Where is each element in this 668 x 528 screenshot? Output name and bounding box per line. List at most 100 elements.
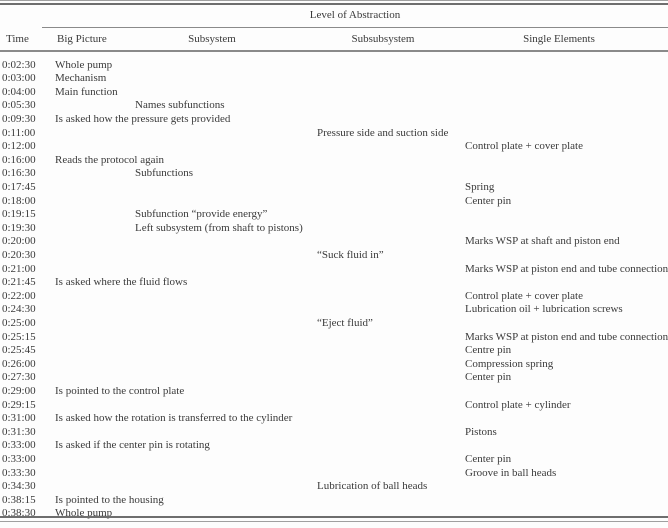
entry-cell-single-elements: Control plate + cover plate: [465, 289, 583, 302]
column-header-single-elements: Single Elements: [523, 33, 595, 45]
table-top-rule-thick: [0, 3, 668, 5]
entry-cell-big-picture: Whole pump: [55, 58, 113, 71]
time-cell: 0:27:30: [2, 371, 36, 384]
entry-cell-big-picture: Is asked how the rotation is transferred…: [55, 412, 293, 425]
entry-cell-subsubsystem: “Eject fluid”: [317, 316, 373, 329]
time-cell: 0:21:45: [2, 276, 36, 289]
header-bottom-rule: [0, 50, 668, 52]
time-cell: 0:11:00: [2, 126, 36, 139]
time-cell: 0:25:45: [2, 344, 36, 357]
time-cell: 0:16:00: [2, 153, 36, 166]
table-bottom-rule-thin: [0, 521, 668, 522]
entry-cell-big-picture: Main function: [55, 85, 118, 98]
table-top-rule-thin: [0, 0, 668, 1]
time-cell: 0:21:00: [2, 262, 36, 275]
table-row: 0:16:30 Subfunctions: [0, 167, 668, 180]
entry-cell-single-elements: Pistons: [465, 425, 497, 438]
entry-cell-big-picture: Is asked if the center pin is rotating: [55, 439, 210, 452]
entry-cell-single-elements: Marks WSP at piston end and tube connect…: [465, 262, 668, 275]
table-row: 0:11:00 Pressure side and suction side: [0, 127, 668, 140]
time-cell: 0:20:00: [2, 235, 36, 248]
table-row: 0:22:00 Control plate + cover plate: [0, 290, 668, 303]
column-header-time: Time: [6, 33, 29, 45]
entry-cell-big-picture: Is asked how the pressure gets provided: [55, 112, 231, 125]
entry-cell-big-picture: Is pointed to the housing: [55, 493, 164, 506]
time-cell: 0:19:30: [2, 221, 36, 234]
table-row: 0:29:15 Control plate + cylinder: [0, 399, 668, 412]
table-row: 0:20:00 Marks WSP at shaft and piston end: [0, 235, 668, 248]
entry-cell-big-picture: Mechanism: [55, 72, 107, 85]
time-cell: 0:17:45: [2, 180, 36, 193]
entry-cell-single-elements: Spring: [465, 180, 495, 193]
time-cell: 0:34:30: [2, 480, 36, 493]
table-row: 0:18:00 Center pin: [0, 195, 668, 208]
time-cell: 0:03:00: [2, 72, 36, 85]
time-cell: 0:02:30: [2, 58, 36, 71]
entry-cell-big-picture: Whole pump: [55, 507, 113, 520]
time-cell: 0:18:00: [2, 194, 36, 207]
time-cell: 0:22:00: [2, 289, 36, 302]
table-row: 0:38:30 Whole pump: [0, 507, 668, 520]
time-cell: 0:38:30: [2, 507, 36, 520]
time-cell: 0:29:15: [2, 398, 36, 411]
time-cell: 0:04:00: [2, 85, 36, 98]
entry-cell-subsystem: Names subfunctions: [135, 99, 225, 112]
table-bottom-rule-thick: [0, 516, 668, 518]
table-row: 0:25:00 “Eject fluid”: [0, 317, 668, 330]
time-cell: 0:33:00: [2, 439, 36, 452]
entry-cell-subsystem: Subfunctions: [135, 167, 194, 180]
time-cell: 0:12:00: [2, 140, 36, 153]
table-row: 0:17:45 Spring: [0, 181, 668, 194]
table-row: 0:03:00 Mechanism: [0, 72, 668, 85]
time-cell: 0:09:30: [2, 112, 36, 125]
entry-cell-single-elements: Compression spring: [465, 357, 554, 370]
entry-cell-single-elements: Center pin: [465, 452, 512, 465]
table-row: 0:38:15 Is pointed to the housing: [0, 494, 668, 507]
column-header-subsystem: Subsystem: [188, 33, 236, 45]
table-row: 0:33:00 Center pin: [0, 453, 668, 466]
table-row: 0:33:00 Is asked if the center pin is rot…: [0, 439, 668, 452]
time-cell: 0:05:30: [2, 99, 36, 112]
time-cell: 0:29:00: [2, 384, 36, 397]
table-row: 0:04:00 Main function: [0, 86, 668, 99]
entry-cell-single-elements: Lubrication oil + lubrication screws: [465, 303, 623, 316]
table-row: 0:16:00 Reads the protocol again: [0, 154, 668, 167]
time-cell: 0:25:15: [2, 330, 36, 343]
time-cell: 0:16:30: [2, 167, 36, 180]
entry-cell-single-elements: Center pin: [465, 371, 512, 384]
entry-cell-single-elements: Control plate + cylinder: [465, 398, 571, 411]
table-row: 0:05:30 Names subfunctions: [0, 99, 668, 112]
entry-cell-subsubsystem: Lubrication of ball heads: [317, 480, 428, 493]
table-row: 0:21:00 Marks WSP at piston end and tube …: [0, 263, 668, 276]
time-cell: 0:25:00: [2, 316, 36, 329]
table-row: 0:29:00 Is pointed to the control plate: [0, 385, 668, 398]
entry-cell-single-elements: Marks WSP at shaft and piston end: [465, 235, 620, 248]
table-row: 0:27:30 Center pin: [0, 371, 668, 384]
entry-cell-subsubsystem: “Suck fluid in”: [317, 248, 384, 261]
spanner-header-level-of-abstraction: Level of Abstraction: [309, 9, 401, 21]
time-cell: 0:19:15: [2, 208, 36, 221]
time-cell: 0:26:00: [2, 357, 36, 370]
entry-cell-big-picture: Reads the protocol again: [55, 153, 165, 166]
column-header-subsubsystem: Subsubsystem: [351, 33, 415, 45]
time-cell: 0:24:30: [2, 303, 36, 316]
table-row: 0:31:30 Pistons: [0, 426, 668, 439]
entry-cell-subsubsystem: Pressure side and suction side: [317, 126, 449, 139]
time-cell: 0:20:30: [2, 248, 36, 261]
time-cell: 0:31:00: [2, 412, 36, 425]
table-row: 0:09:30 Is asked how the pressure gets pr…: [0, 113, 668, 126]
time-cell: 0:38:15: [2, 493, 36, 506]
entry-cell-big-picture: Is asked where the fluid flows: [55, 276, 188, 289]
table-row: 0:21:45 Is asked where the fluid flows: [0, 276, 668, 289]
time-cell: 0:33:30: [2, 466, 36, 479]
time-cell: 0:33:00: [2, 452, 36, 465]
entry-cell-big-picture: Is pointed to the control plate: [55, 384, 185, 397]
time-cell: 0:31:30: [2, 425, 36, 438]
entry-cell-single-elements: Center pin: [465, 194, 512, 207]
